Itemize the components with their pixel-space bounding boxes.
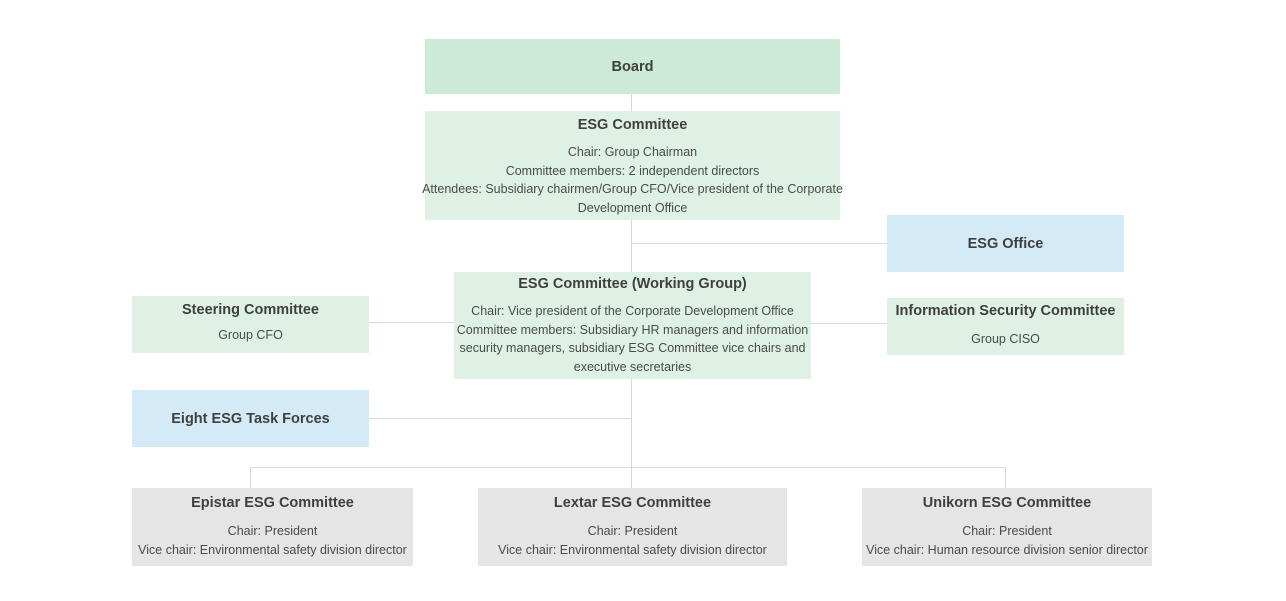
board-title: Board [611,58,654,75]
steering-committee-box: Steering Committee Group CFO [132,296,369,353]
esg-office-title: ESG Office [967,235,1044,252]
infosec-committee-line: Group CISO [971,332,1040,346]
subsidiary-line: Chair: President [962,524,1052,538]
steering-committee-title: Steering Committee [182,302,319,318]
subsidiary-line: Chair: President [227,524,318,538]
connector-steering [369,322,454,323]
connector-esg-office [631,243,887,244]
subsidiary-line: Vice chair: Environmental safety divisio… [138,542,407,557]
subsidiary-line: Vice chair: Human resource division seni… [866,542,1148,557]
unikorn-committee-box: Unikorn ESG Committee Chair: President V… [862,488,1152,566]
epistar-committee-box: Epistar ESG Committee Chair: President V… [132,488,413,566]
esg-committee-title: ESG Committee [577,117,688,133]
steering-committee-details: Group CFO [218,326,283,345]
board-box: Board [425,39,840,94]
task-forces-box: Eight ESG Task Forces [132,390,369,447]
infosec-committee-box: Information Security Committee Group CIS… [887,298,1124,355]
esg-office-box: ESG Office [887,215,1124,272]
subsidiary-details: Chair: President Vice chair: Environment… [138,522,407,559]
working-group-line: executive secretaries [573,359,692,374]
connector-subsidiary-bus [250,467,1006,468]
working-group-details: Chair: Vice president of the Corporate D… [457,302,809,376]
connector-board-esg [631,94,632,111]
working-group-line: security managers, subsidiary ESG Commit… [459,341,806,355]
steering-committee-line: Group CFO [218,328,283,342]
connector-unikorn [1005,467,1006,488]
lextar-committee-box: Lextar ESG Committee Chair: President Vi… [478,488,787,566]
working-group-line: Committee members: Subsidiary HR manager… [456,322,809,337]
esg-committee-line: Development Office [577,200,688,215]
connector-esg-working-group [631,220,632,272]
working-group-box: ESG Committee (Working Group) Chair: Vic… [454,272,811,379]
working-group-title: ESG Committee (Working Group) [518,276,747,292]
connector-infosec [811,323,887,324]
infosec-committee-title: Information Security Committee [895,303,1116,319]
connector-task-forces [369,418,631,419]
infosec-committee-details: Group CISO [971,330,1040,349]
task-forces-title: Eight ESG Task Forces [171,410,330,427]
working-group-line: Chair: Vice president of the Corporate D… [471,304,794,318]
subsidiary-details: Chair: President Vice chair: Human resou… [866,522,1148,559]
subsidiary-title: Lextar ESG Committee [553,495,712,511]
esg-committee-line: Chair: Group Chairman [567,145,698,159]
connector-trunk [631,379,632,488]
connector-epistar [250,467,251,488]
esg-committee-line: Committee members: 2 independent directo… [505,163,760,178]
esg-committee-line: Attendees: Subsidiary chairmen/Group CFO… [422,182,843,196]
subsidiary-title: Unikorn ESG Committee [922,495,1092,511]
subsidiary-line: Vice chair: Environmental safety divisio… [498,542,767,557]
subsidiary-details: Chair: President Vice chair: Environment… [498,522,767,559]
subsidiary-line: Chair: President [587,524,678,538]
esg-committee-box: ESG Committee Chair: Group Chairman Comm… [422,111,843,220]
esg-committee-details: Chair: Group Chairman Committee members:… [422,143,843,217]
subsidiary-title: Epistar ESG Committee [191,495,354,511]
